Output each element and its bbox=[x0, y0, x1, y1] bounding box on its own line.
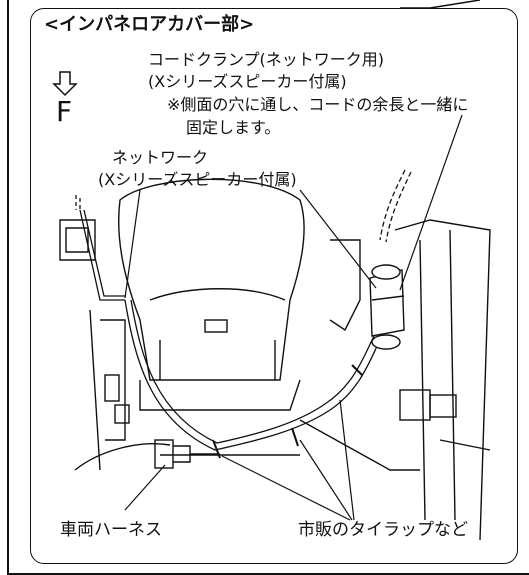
console-body bbox=[59, 178, 491, 541]
cord-clamp bbox=[369, 264, 405, 350]
clamp-callout-line1: コードクランプ(ネットワーク用) bbox=[148, 50, 385, 69]
harness-connector bbox=[154, 439, 220, 469]
tie-wrap-label: 市販のタイラップなど bbox=[298, 520, 468, 540]
clamp-callout-line2: (Xシリーズスピーカー付属) bbox=[148, 72, 347, 91]
clamp-callout-line3: ※側面の穴に通し、コードの余長と一緒に bbox=[167, 95, 469, 114]
frame-left-border bbox=[7, 0, 9, 575]
leader-lines bbox=[124, 114, 463, 521]
diagram-title: <インパネロアカバー部> bbox=[44, 14, 255, 35]
direction-label: F bbox=[56, 95, 73, 128]
frame-bottom-border bbox=[7, 573, 529, 575]
panel-callout-tail bbox=[400, 0, 481, 9]
network-callout-line1: ネットワーク bbox=[112, 148, 209, 167]
clamp-callout-line4: 固定します。 bbox=[186, 118, 281, 137]
network-callout-line2: (Xシリーズスピーカー付属) bbox=[98, 170, 297, 189]
tie-wraps bbox=[212, 364, 363, 459]
harness-label: 車両ハーネス bbox=[60, 520, 162, 540]
down-arrow-icon bbox=[52, 71, 78, 97]
network-cable bbox=[75, 169, 412, 451]
diagram-panel bbox=[30, 8, 518, 564]
